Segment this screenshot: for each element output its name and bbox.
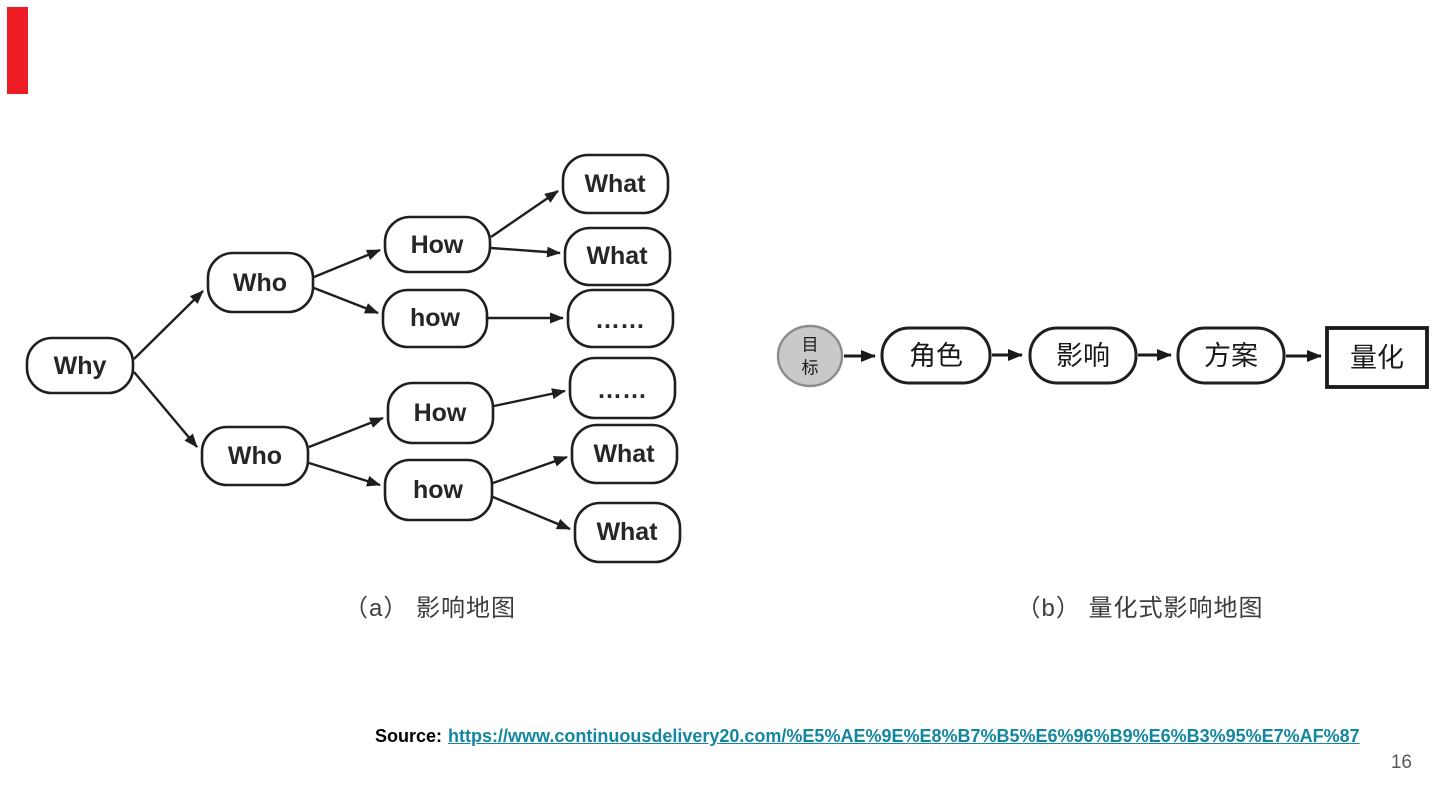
- edge-why-who-top: [133, 290, 204, 360]
- node-how-top-label: How: [411, 231, 464, 259]
- node-how-top-lower: how: [381, 288, 489, 349]
- source-link[interactable]: https://www.continuousdelivery20.com/%E5…: [448, 726, 1360, 746]
- node-why-label: Why: [54, 352, 107, 380]
- edge-how-what2: [490, 246, 561, 258]
- node-why: Why: [25, 336, 135, 395]
- node-quantification: 量化: [1325, 326, 1429, 389]
- node-what-1-label: What: [584, 170, 646, 198]
- quantified-impact-map-diagram: 目 标 角色 影响 方案 量化: [776, 324, 1429, 389]
- tree-edges: [133, 190, 571, 531]
- node-goal-label-bottom: 标: [802, 359, 819, 378]
- node-what-3-label: What: [593, 440, 655, 468]
- red-accent-marker: [7, 7, 28, 94]
- node-who-bottom-label: Who: [228, 442, 282, 470]
- edge-whotop-how: [313, 248, 381, 279]
- node-role: 角色: [880, 326, 992, 385]
- node-ellipsis-1-label: ……: [595, 306, 645, 334]
- node-goal: 目 标: [776, 324, 844, 388]
- node-what-3: What: [570, 423, 679, 485]
- node-goal-label-top: 目: [802, 336, 819, 355]
- node-what-1: What: [561, 153, 670, 215]
- node-how-bottom: How: [386, 381, 495, 445]
- node-what-2-label: What: [586, 242, 648, 270]
- caption-a: （a） 影响地图: [343, 595, 516, 622]
- edge-whobottom-how: [308, 416, 384, 449]
- node-ellipsis-2-label: ……: [597, 376, 647, 404]
- edge-whobottom-how2: [308, 461, 381, 487]
- node-ellipsis-2: ……: [568, 356, 677, 420]
- node-how-top-lower-label: how: [410, 304, 461, 332]
- node-role-label: 角色: [909, 341, 963, 371]
- node-what-4: What: [573, 501, 682, 564]
- caption-b: （b） 量化式影响地图: [1016, 595, 1264, 622]
- impact-map-diagram: Why Who Who How how How how What: [25, 153, 682, 564]
- page-number: 16: [1390, 752, 1412, 773]
- chain-edges: [844, 349, 1322, 362]
- node-solution: 方案: [1176, 326, 1286, 385]
- node-what-4-label: What: [596, 518, 658, 546]
- source-label: Source:: [375, 726, 443, 746]
- node-quantification-label: 量化: [1350, 343, 1404, 373]
- node-who-top: Who: [206, 251, 315, 314]
- edge-why-who-bottom: [133, 371, 198, 448]
- node-impact-label: 影响: [1056, 341, 1110, 371]
- node-how-top: How: [383, 215, 492, 274]
- node-how-bottom-lower: how: [383, 458, 494, 522]
- node-how-bottom-label: How: [414, 399, 467, 427]
- node-who-bottom: Who: [200, 425, 310, 487]
- source-line: Source:https://www.continuousdelivery20.…: [375, 726, 1360, 747]
- edge-how2-what3: [492, 455, 568, 485]
- edge-how-ellipsis2: [493, 388, 566, 408]
- edge-how2-what4: [492, 495, 571, 531]
- node-how-bottom-lower-label: how: [413, 476, 464, 504]
- node-what-2: What: [563, 226, 672, 287]
- node-who-top-label: Who: [233, 269, 287, 297]
- node-ellipsis-1: ……: [566, 288, 675, 349]
- edge-how-what1: [490, 190, 559, 238]
- node-solution-label: 方案: [1204, 341, 1258, 371]
- node-impact: 影响: [1028, 326, 1138, 385]
- edge-whotop-how2: [313, 286, 379, 315]
